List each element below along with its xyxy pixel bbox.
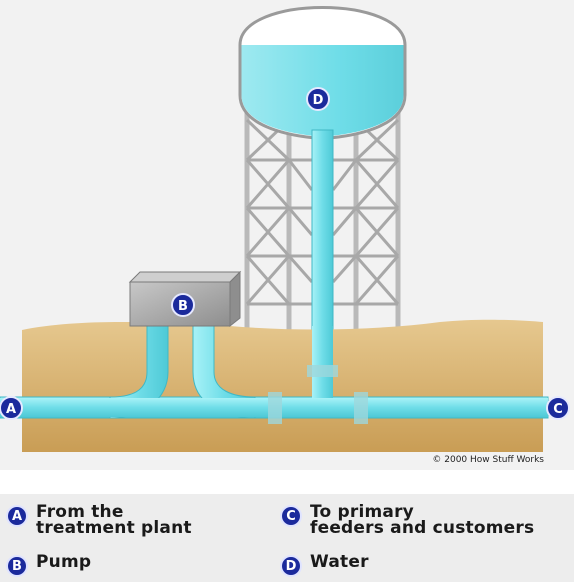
legend-text-a: From the treatment plant — [36, 502, 192, 538]
marker-a-label: A — [6, 402, 16, 417]
pipe-network — [0, 321, 549, 424]
legend-text-d: Water — [310, 552, 369, 572]
legend-item-d: D Water — [280, 554, 369, 577]
legend-text-b: Pump — [36, 552, 92, 572]
tower-frame — [244, 90, 401, 335]
legend-badge-a: A — [6, 505, 28, 527]
legend-item-a: A From the treatment plant — [6, 502, 192, 538]
legend-item-b: B Pump — [6, 554, 91, 577]
legend-badge-d: D — [280, 555, 302, 577]
marker-a: A — [0, 396, 23, 420]
legend-badge-b: B — [6, 555, 28, 577]
marker-d-label: D — [313, 93, 324, 108]
water-tank — [238, 6, 407, 140]
legend-badge-c: C — [280, 505, 302, 527]
legend-item-c: C To primary feeders and customers — [280, 502, 535, 538]
legend-text-c: To primary feeders and customers — [310, 502, 535, 538]
pump-box — [128, 270, 242, 328]
water-tower-diagram: D B A C © 2000 How Stuff Works — [0, 0, 574, 470]
ground — [22, 319, 543, 452]
marker-b-label: B — [178, 299, 188, 314]
tower-bracing — [245, 118, 400, 306]
legend: A From the treatment plant B Pump C To p… — [0, 494, 574, 582]
diagram-canvas: D B A C © 2000 How Stuff Works — [0, 6, 570, 465]
marker-d: D — [306, 87, 330, 111]
marker-c: C — [546, 396, 570, 420]
copyright-credit: © 2000 How Stuff Works — [432, 455, 544, 465]
marker-c-label: C — [553, 402, 563, 417]
marker-b: B — [171, 293, 195, 317]
